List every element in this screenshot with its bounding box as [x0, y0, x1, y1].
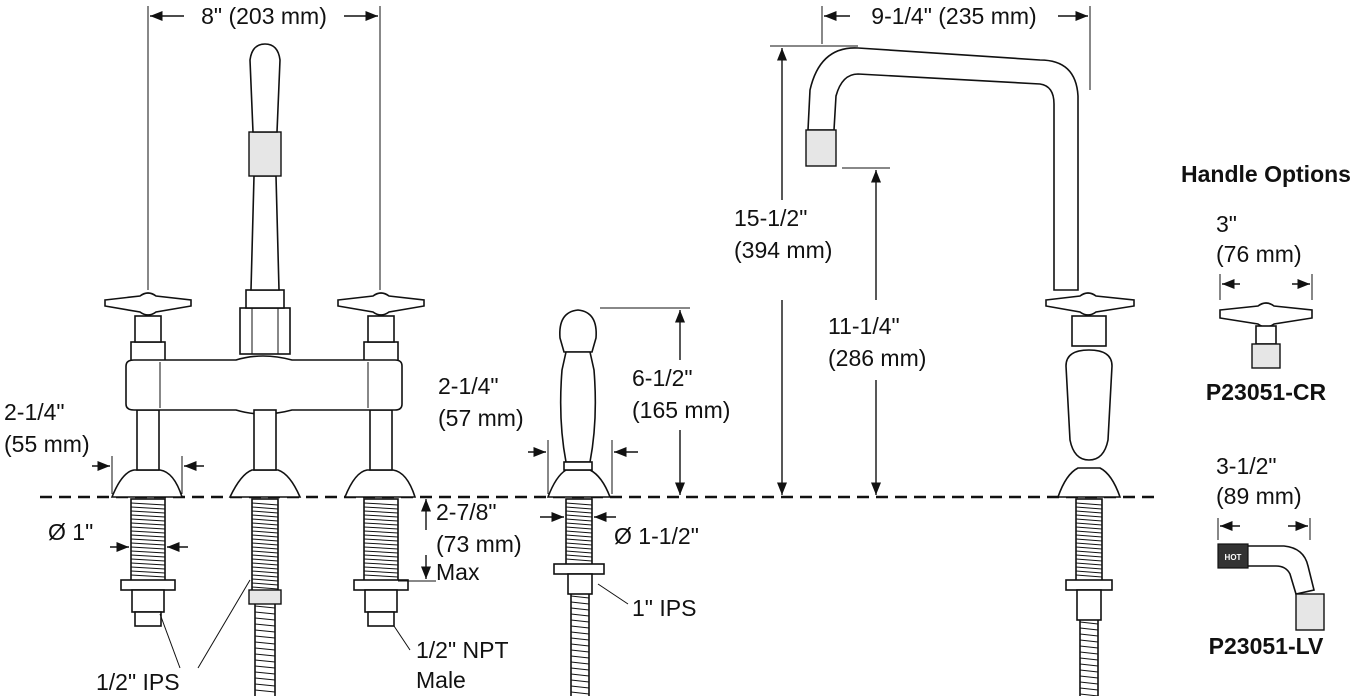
sprayer-ips-label: 1" IPS — [632, 595, 696, 621]
lever-model-label: P23051-LV — [1209, 633, 1324, 659]
supply-ips-label: 1/2" IPS — [96, 669, 180, 695]
sprayer-handle — [559, 351, 597, 463]
base-width-in: 2-1/4" — [4, 399, 65, 425]
npt-label-line2: Male — [416, 667, 466, 693]
deck-thickness-in: 2-7/8" — [436, 499, 497, 525]
handle-options-labels: Handle Options 3" (76 mm) P23051-CR 3-1/… — [1181, 161, 1351, 659]
deck-thickness-mm: (73 mm) — [436, 531, 522, 557]
left-supply-shank — [120, 498, 176, 627]
npt-label-line1: 1/2" NPT — [416, 637, 509, 663]
center-base — [228, 469, 302, 498]
sprayer-shank — [565, 498, 593, 566]
cross-handle-thumbnail — [1219, 302, 1313, 328]
right-valve-stem — [369, 409, 393, 471]
shank-diameter-label: Ø 1" — [48, 519, 93, 545]
cross-width-mm: (76 mm) — [1216, 241, 1302, 267]
base-width-mm: (55 mm) — [4, 431, 90, 457]
sprayer-hole-label: Ø 1-1/2" — [614, 523, 699, 549]
side-valve-body — [1065, 349, 1113, 461]
left-base — [110, 469, 184, 498]
bridge-faucet-side-view — [805, 47, 1135, 696]
side-spout — [807, 47, 1079, 291]
lever-width-in: 3-1/2" — [1216, 453, 1277, 479]
spout-reach-label: 9-1/4" (235 mm) — [871, 3, 1036, 29]
handle-options-panel — [1217, 302, 1325, 631]
lever-width-mm: (89 mm) — [1216, 483, 1302, 509]
left-cross-handle — [104, 292, 192, 316]
center-hex-nut — [239, 307, 291, 355]
dimension-lines — [92, 6, 1313, 669]
cross-model-label: P23051-CR — [1206, 379, 1327, 405]
spout-aerator — [805, 129, 837, 167]
sprayer-height-in: 6-1/2" — [632, 365, 693, 391]
lever-hot-label: HOT — [1225, 553, 1242, 562]
spout-height-mm: (286 mm) — [828, 345, 926, 371]
side-cross-handle — [1045, 292, 1135, 316]
riser-collar — [248, 131, 282, 177]
right-cross-handle — [337, 292, 425, 316]
overall-height-in: 15-1/2" — [734, 205, 807, 231]
sprayer-base — [546, 469, 612, 498]
overall-height-mm: (394 mm) — [734, 237, 832, 263]
thread-hatching — [130, 502, 1103, 696]
deck-thickness-note: Max — [436, 559, 480, 585]
cross-width-in: 3" — [1216, 211, 1237, 237]
right-base — [343, 469, 417, 498]
riser-tip — [249, 43, 281, 133]
left-valve-stem — [136, 409, 160, 471]
hand-sprayer — [546, 309, 612, 696]
handle-options-title: Handle Options — [1181, 161, 1351, 187]
dimension-labels: 8" (203 mm) 9-1/4" (235 mm) 15-1/2" (394… — [4, 3, 1037, 695]
bridge-body — [125, 355, 403, 415]
bridge-faucet-front-view — [104, 43, 425, 696]
sprayer-width-in: 2-1/4" — [438, 373, 499, 399]
spout-height-in: 11-1/4" — [828, 313, 900, 339]
sprayer-height-mm: (165 mm) — [632, 397, 730, 423]
side-base — [1056, 467, 1122, 498]
right-supply-shank — [353, 498, 409, 627]
spread-label: 8" (203 mm) — [201, 3, 327, 29]
sprayer-width-mm: (57 mm) — [438, 405, 524, 431]
center-riser — [250, 175, 280, 291]
